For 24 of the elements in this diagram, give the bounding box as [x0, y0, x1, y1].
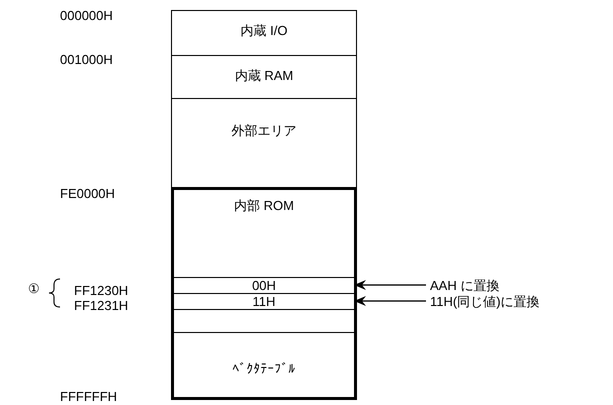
region-label: 00H [252, 278, 276, 293]
memory-region [174, 293, 354, 309]
address-label: FF1230H [74, 283, 128, 298]
region-label: ﾍﾞｸﾀﾃｰﾌﾞﾙ [232, 361, 296, 376]
region-label: 内蔵 RAM [234, 68, 294, 83]
annotation-text: AAH に置換 [430, 278, 500, 292]
region-label: 外部エリア [232, 123, 296, 138]
address-label: FFFFFFH [60, 389, 118, 404]
callout-number: ① [28, 281, 40, 296]
memory-region [171, 187, 357, 400]
region-label: 11H [252, 294, 276, 309]
address-label: 001000H [60, 52, 113, 67]
memory-region [174, 277, 354, 293]
region-label: 内蔵 I/O [240, 23, 288, 38]
memory-region [171, 55, 357, 99]
arrow [354, 280, 426, 290]
address-label: FE0000H [60, 186, 115, 201]
annotation-text: 11H(同じ値)に置換 [430, 294, 540, 308]
arrow [354, 296, 426, 306]
region-label: 内部 ROM [234, 198, 294, 213]
memory-region [171, 98, 357, 188]
address-label: 000000H [60, 8, 113, 23]
memory-region [171, 10, 357, 56]
address-label: FF1231H [74, 298, 128, 313]
